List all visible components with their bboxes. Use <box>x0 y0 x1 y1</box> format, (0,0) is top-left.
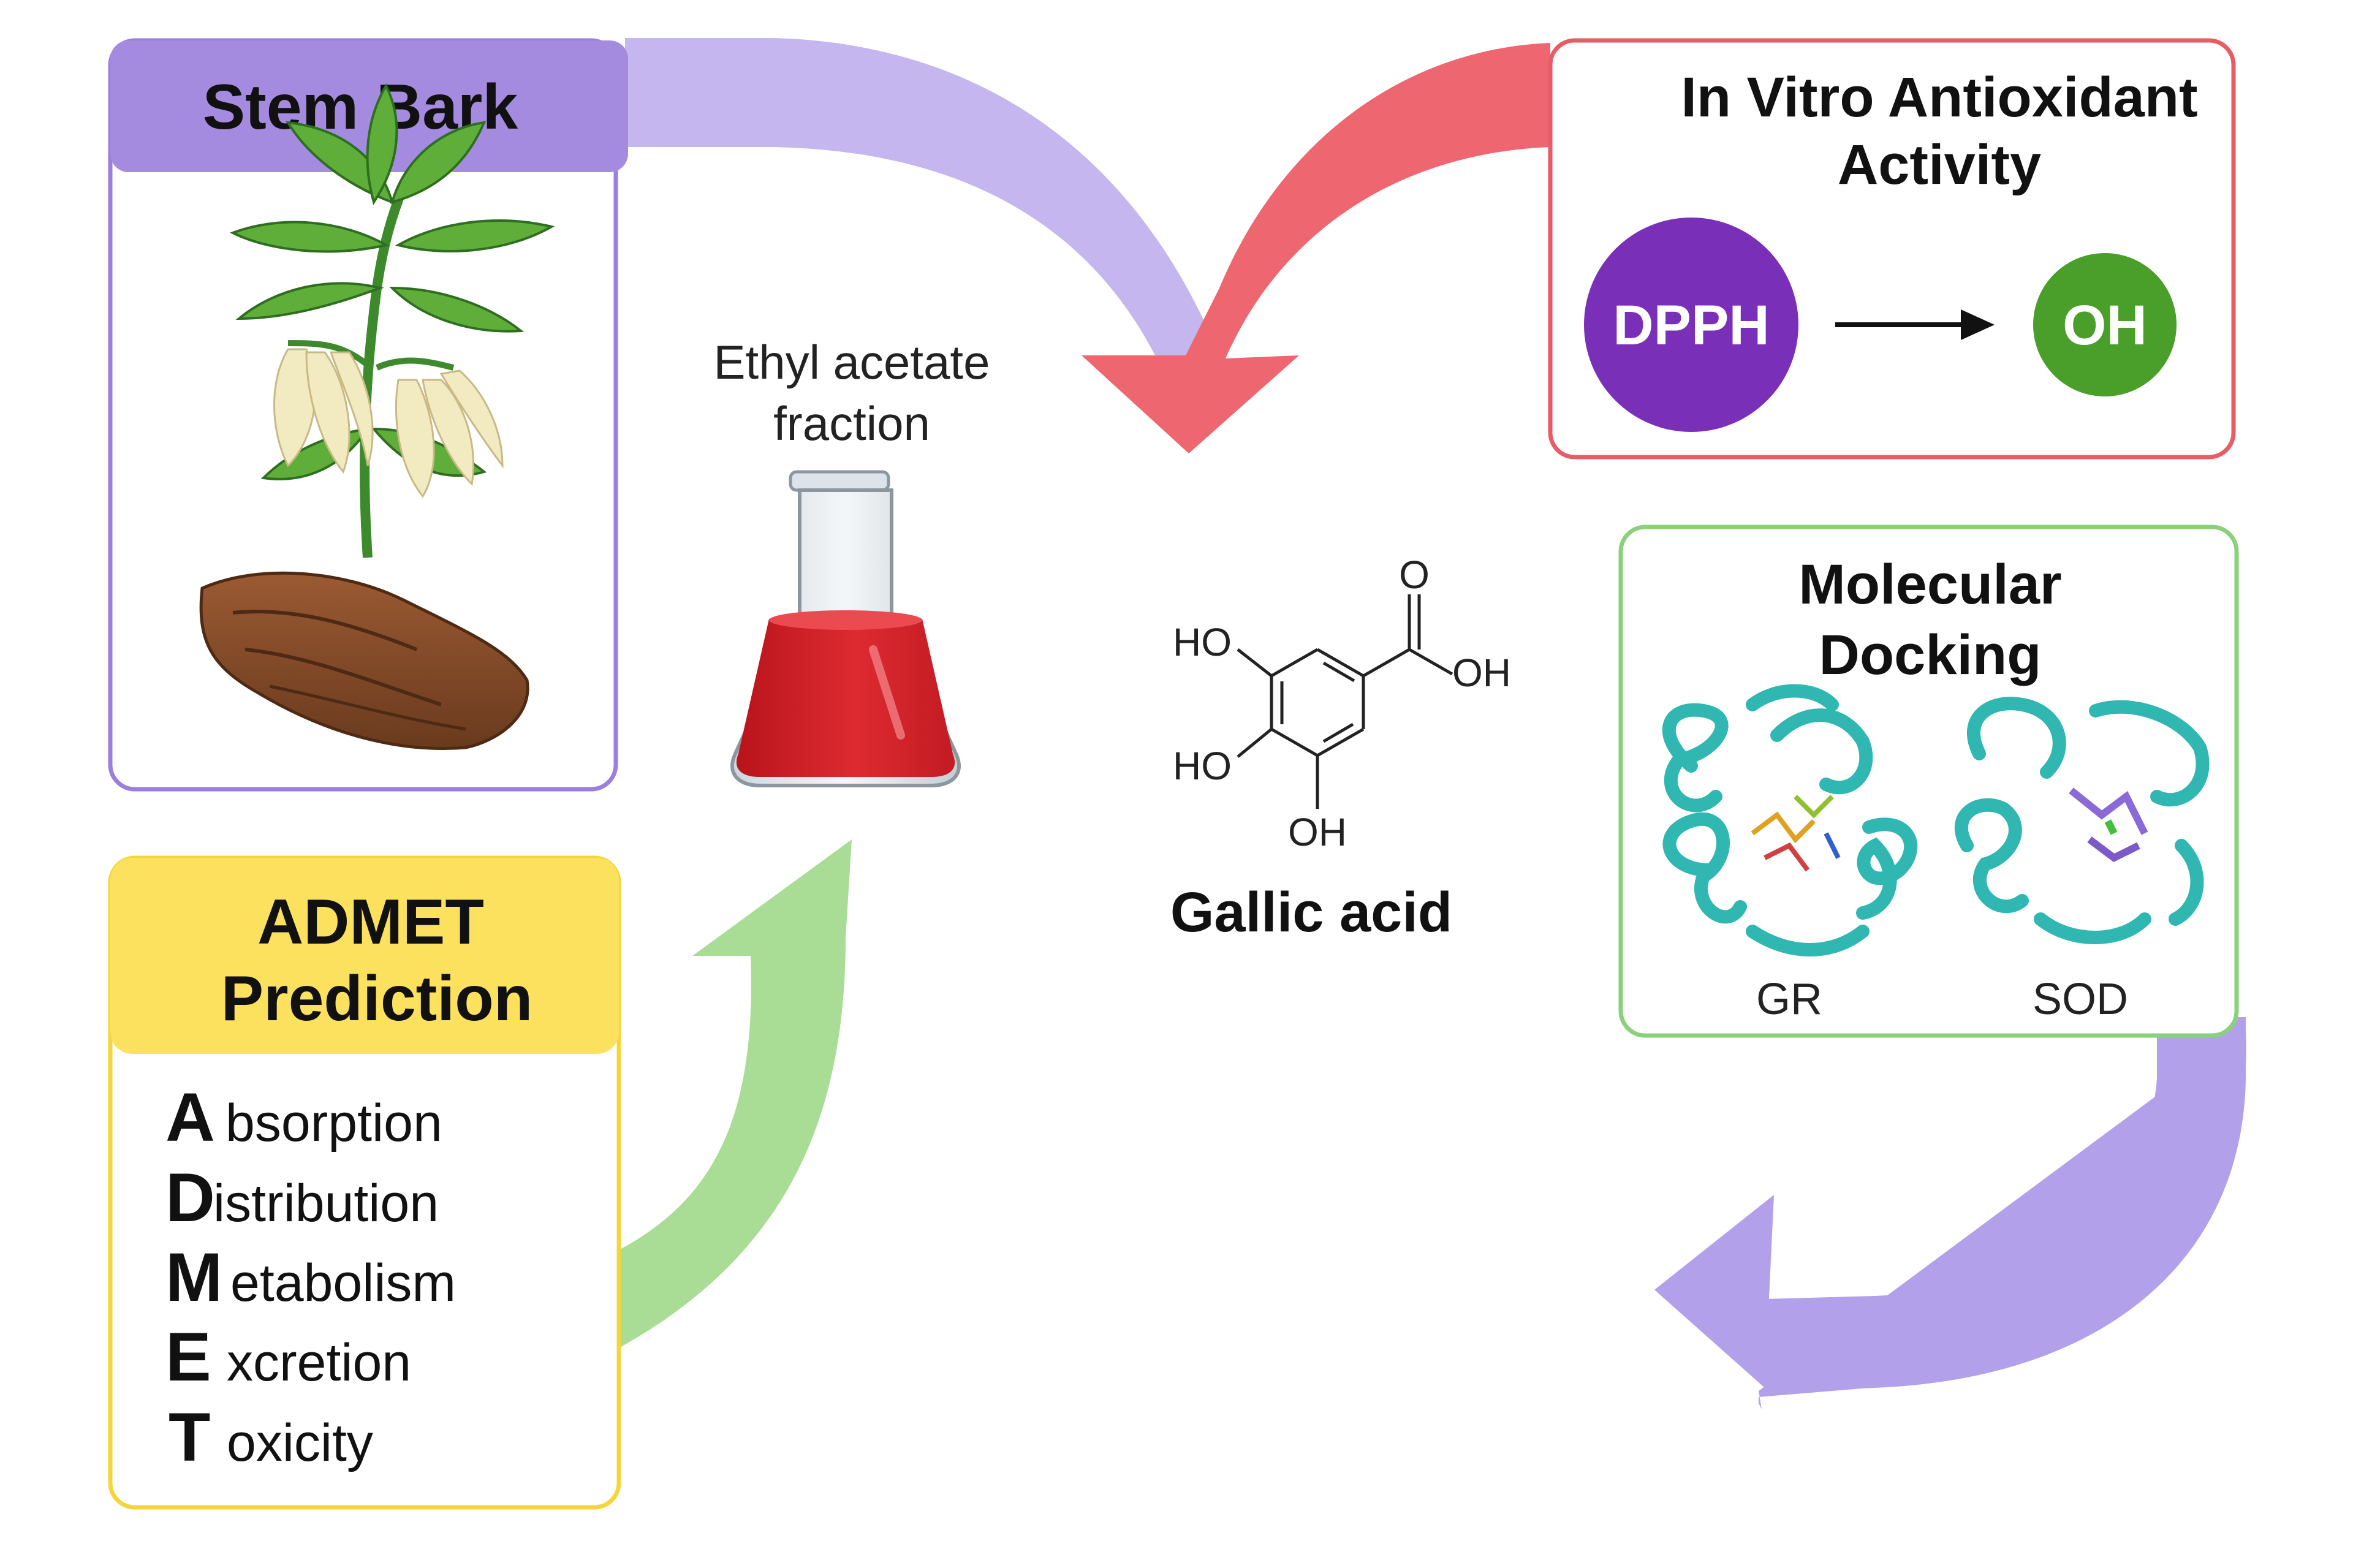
plant-icon <box>229 83 555 558</box>
admet-item-metabolism: M etabolism <box>165 1239 456 1316</box>
arrow-stembark-to-center <box>625 38 1219 368</box>
admet-rest: istribution <box>213 1174 439 1233</box>
ligand-sod <box>2069 787 2148 863</box>
compound-name: Gallic acid <box>1170 881 1452 944</box>
protein-sod-label: SOD <box>2033 975 2128 1024</box>
extraction-group: Ethyl acetate fraction <box>714 335 990 787</box>
admet-panel: ADMET Prediction A bsorption D istributi… <box>108 855 621 1510</box>
stem-bark-panel: Stem Bark <box>108 38 628 792</box>
admet-item-excretion: E xcretion <box>165 1319 411 1395</box>
admet-title-line2: Prediction <box>221 963 533 1034</box>
arrow-admet-to-flask <box>619 839 852 1348</box>
bark-icon <box>199 571 529 751</box>
admet-initial: E <box>165 1319 211 1395</box>
docking-title-line2: Docking <box>1819 624 2042 686</box>
admet-rest: xcretion <box>227 1333 411 1392</box>
extraction-label-line2: fraction <box>773 396 930 450</box>
admet-rest: etabolism <box>230 1254 456 1312</box>
oh-circle <box>2033 253 2177 396</box>
admet-rest: oxicity <box>227 1414 373 1472</box>
arrow-docking-to-admet-body <box>1765 1017 2246 1391</box>
gallic-acid-structure <box>1237 594 1453 809</box>
admet-item-toxicity: T oxicity <box>169 1399 373 1475</box>
docking-panel: Molecular Docking GR <box>1618 525 2239 1038</box>
atom-ho-top: HO <box>1173 620 1232 664</box>
admet-item-distribution: D istribution <box>165 1159 439 1236</box>
arrow-docking-to-admet-head <box>1654 1195 1774 1388</box>
admet-initial: D <box>165 1159 215 1236</box>
antioxidant-title-line2: Activity <box>1838 134 2041 196</box>
protein-ribbon-icon <box>1662 684 1918 956</box>
atom-ho-mid: HO <box>1173 744 1232 788</box>
flask-icon <box>730 470 961 787</box>
admet-initial: M <box>165 1239 222 1316</box>
oh-label: OH <box>2063 294 2147 357</box>
extraction-label-line1: Ethyl acetate <box>714 335 990 389</box>
protein-gr-label: GR <box>1756 975 1822 1024</box>
admet-initial: T <box>169 1399 210 1475</box>
atom-oh-bottom: OH <box>1288 810 1347 854</box>
reaction-arrow <box>1835 309 1995 340</box>
antioxidant-title-line1: In Vitro Antioxidant <box>1681 66 2197 129</box>
admet-item-absorption: A bsorption <box>165 1079 442 1156</box>
docking-title-line1: Molecular <box>1798 553 2061 616</box>
dpph-label: DPPH <box>1613 294 1770 357</box>
ligand-gr <box>1751 795 1841 872</box>
dpph-circle <box>1584 218 1798 432</box>
admet-initial: A <box>165 1079 215 1156</box>
atom-acid-oh: OH <box>1452 651 1511 695</box>
admet-rest: bsorption <box>225 1094 442 1153</box>
atom-carbonyl-o: O <box>1399 553 1430 597</box>
admet-title-line1: ADMET <box>257 887 484 958</box>
antioxidant-panel: In Vitro Antioxidant Activity DPPH OH <box>1548 38 2236 460</box>
arrow-antioxidant-to-center <box>1082 43 1550 453</box>
protein-ribbon-icon <box>1954 697 2210 944</box>
